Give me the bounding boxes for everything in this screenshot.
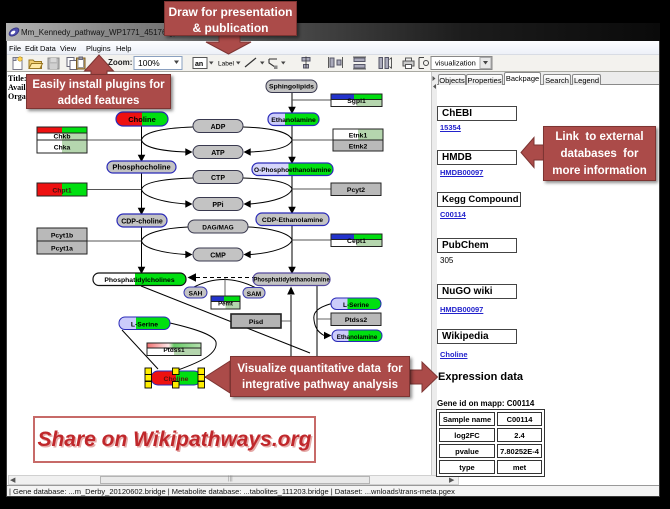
svg-text:visualization: visualization (435, 59, 476, 68)
svg-text:an: an (195, 61, 203, 68)
svg-text:Zoom:: Zoom: (108, 58, 132, 67)
svg-text:Label: Label (218, 61, 234, 68)
svg-text:100%: 100% (138, 58, 160, 68)
